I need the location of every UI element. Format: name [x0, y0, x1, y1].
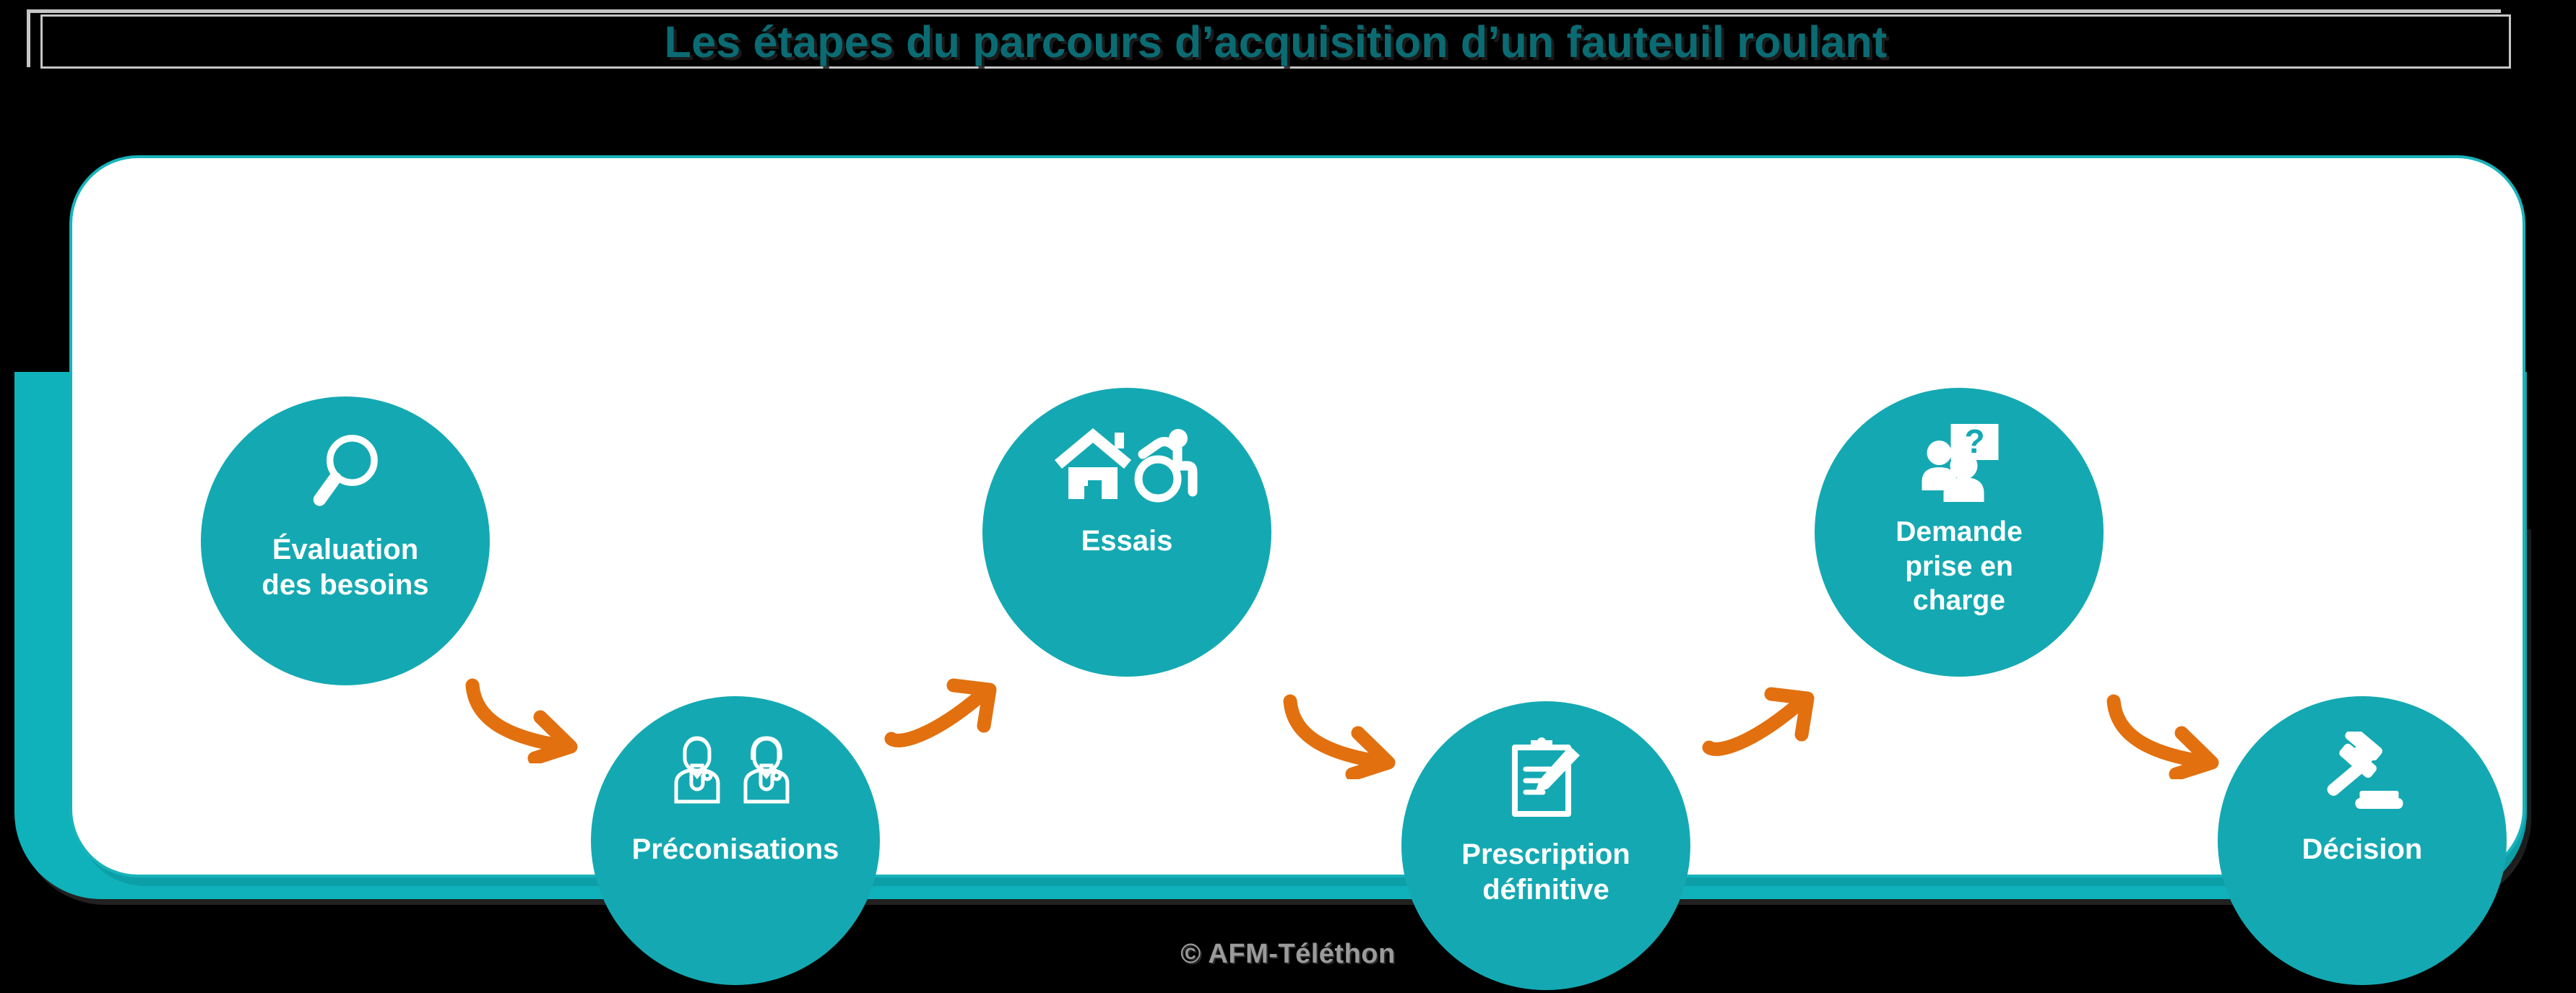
title-bar: Les étapes du parcours d’acquisition d’u… [27, 9, 2511, 69]
step-evaluation-des-besoins[interactable]: Évaluation des besoins [201, 396, 490, 685]
house-wheelchair-icon [1051, 421, 1203, 506]
footer: © AFM-Téléthon [0, 939, 2576, 970]
step-demande-prise-en-charge[interactable]: ? Demande prise en charge [1815, 388, 2104, 677]
step-label-line: Essais [1081, 525, 1173, 557]
arrow-down-right-icon [462, 677, 607, 767]
flow-card: Évaluation des besoins [69, 155, 2525, 990]
arrow-down-right-icon [1280, 693, 1425, 783]
arrow-down-right-icon [2104, 693, 2248, 783]
step-label: Essais [1068, 524, 1186, 559]
step-prescription-definitive[interactable]: Prescription définitive [1401, 701, 1690, 990]
step-label: Évaluation des besoins [248, 532, 441, 603]
gavel-icon [2317, 729, 2408, 815]
two-doctors-icon [669, 729, 803, 815]
step-label: Demande prise en charge [1883, 515, 2036, 618]
magnifier-icon [303, 430, 388, 515]
step-preconisations[interactable]: Préconisations [591, 696, 880, 985]
page-title: Les étapes du parcours d’acquisition d’u… [664, 17, 1888, 66]
arrow-up-right-icon [881, 664, 1026, 754]
step-label-line: Décision [2301, 833, 2423, 865]
step-essais[interactable]: Essais [982, 388, 1271, 677]
step-label-line: Préconisations [631, 833, 839, 865]
flow-card-wrapper: Évaluation des besoins [0, 155, 2576, 990]
step-label-line: Évaluation [272, 534, 419, 565]
step-decision[interactable]: Décision [2218, 696, 2507, 985]
people-question-icon: ? [1914, 421, 2005, 506]
step-label-line: prise en [1905, 550, 2013, 582]
step-label-line: des besoins [262, 568, 429, 601]
step-label-line: définitive [1482, 873, 1609, 906]
step-label: Prescription définitive [1448, 837, 1643, 908]
step-label-line: Demande [1896, 516, 2023, 547]
step-label-line: charge [1913, 585, 2005, 617]
arrow-up-right-icon [1699, 672, 1844, 763]
step-label: Préconisations [619, 832, 852, 867]
step-label: Décision [2289, 832, 2436, 867]
svg-text:?: ? [1964, 422, 1984, 460]
step-label-line: Prescription [1461, 838, 1630, 870]
clipboard-pencil-icon [1503, 734, 1589, 820]
copyright-credit: © AFM-Téléthon [1180, 939, 1396, 969]
